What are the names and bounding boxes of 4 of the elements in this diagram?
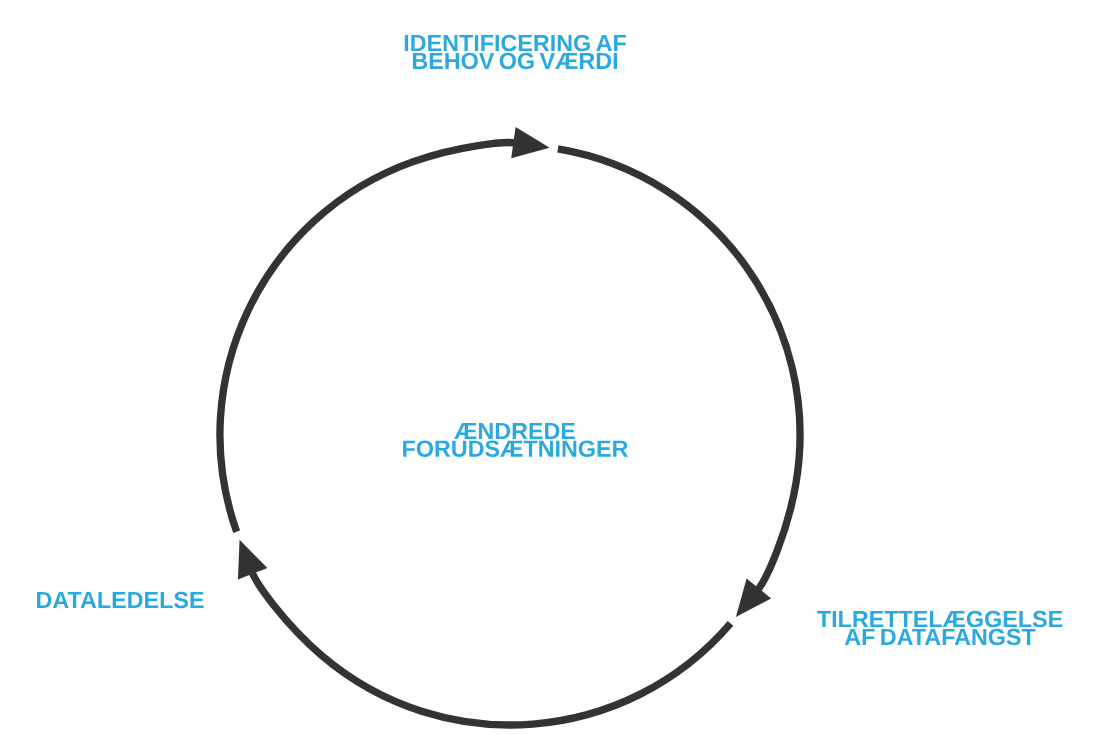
step-label: TILRETTELÆGGELSE AF DATAFANGST	[817, 610, 1063, 646]
step-label: DATALEDELSE	[37, 591, 204, 609]
step-label: IDENTIFICERING AF BEHOV OG VÆRDI	[404, 34, 626, 70]
center-label: ÆNDREDE FORUDSÆTNINGER	[403, 423, 628, 457]
